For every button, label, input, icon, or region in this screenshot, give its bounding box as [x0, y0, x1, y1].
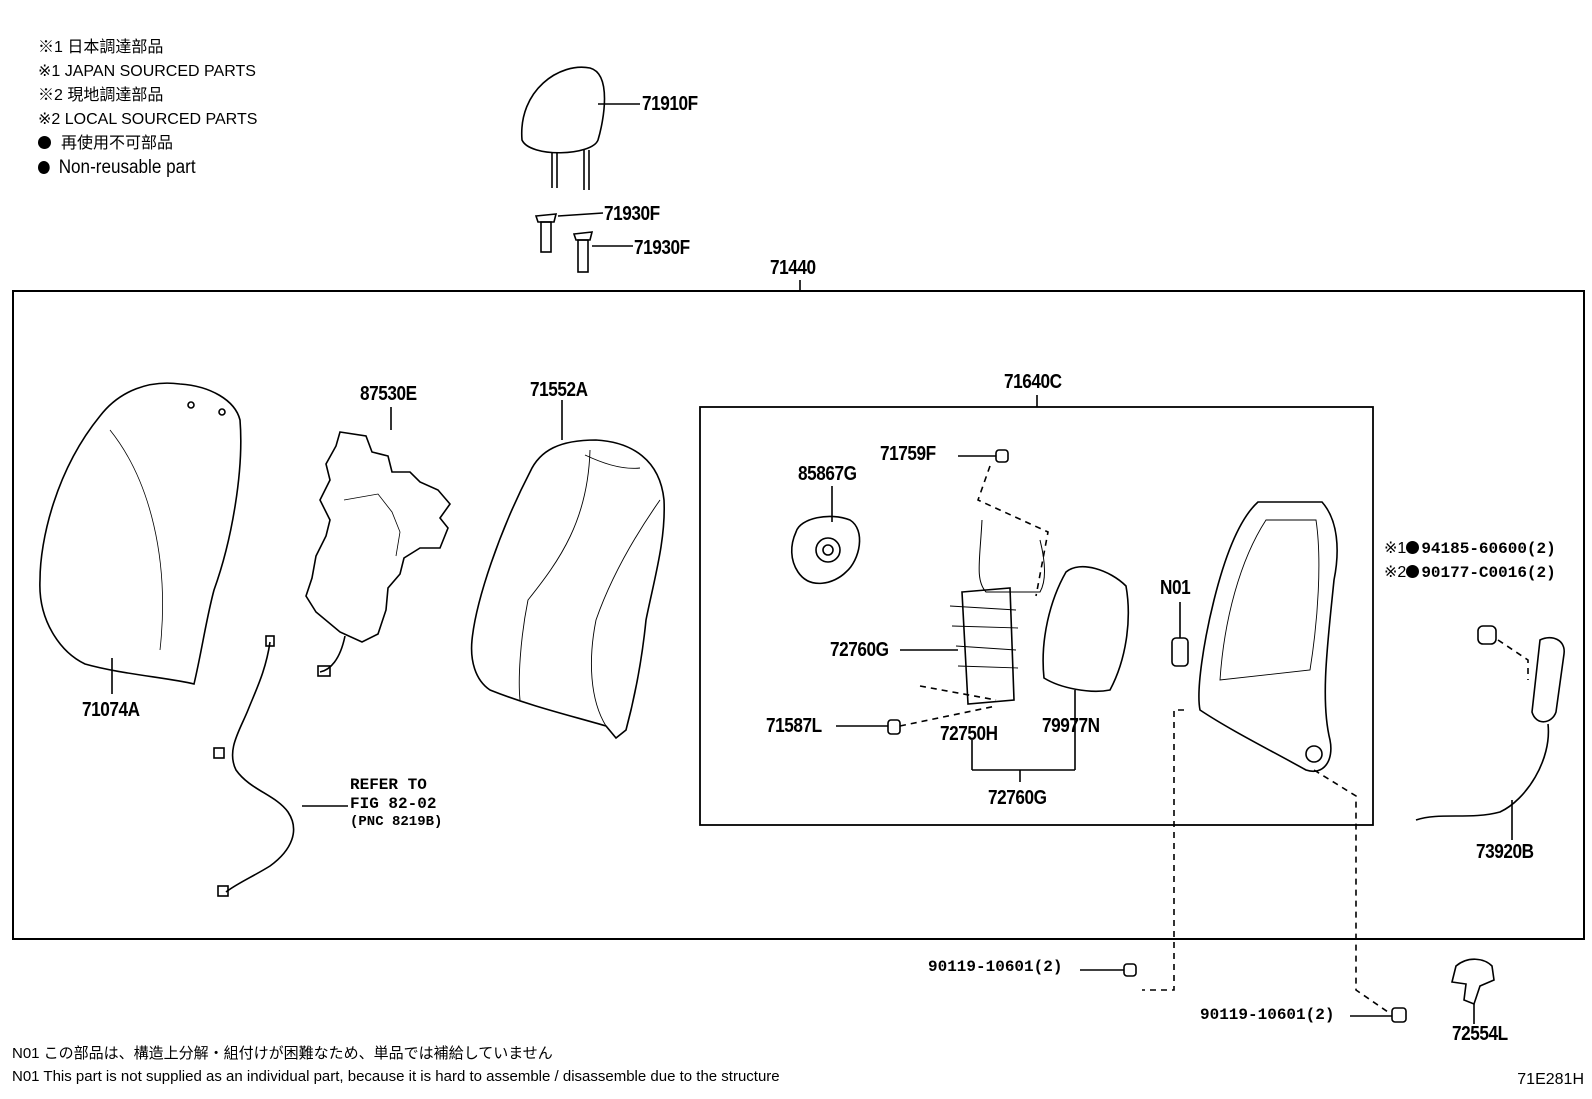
part-label-79977N: 79977N: [1042, 715, 1100, 737]
refer-note: REFER TO FIG 82-02 (PNC 8219B): [350, 776, 443, 831]
bolt-90119-b: [1350, 1007, 1407, 1023]
part-label-73920B: 73920B: [1476, 841, 1534, 863]
part-label-71440: 71440: [770, 257, 816, 279]
part-label-72554L: 72554L: [1452, 1023, 1508, 1045]
bullet-icon: [1406, 541, 1420, 554]
motor-85867G: [790, 486, 861, 585]
legend-local-jp: ※2 現地調達部品: [38, 87, 164, 104]
legend-nonreusable-en: Non-reusable part: [38, 156, 235, 180]
nut-94185: [1477, 625, 1529, 680]
seatback-cover-71074A: [39, 382, 242, 694]
legend-japan-en: ※1 JAPAN SOURCED PARTS: [38, 63, 256, 80]
assembly-frame-71440: [12, 290, 1585, 940]
legend-japan-jp: ※1 日本調達部品: [38, 39, 164, 56]
pad-79977N: [1042, 565, 1130, 770]
part-label-72760G-b: 72760G: [988, 787, 1047, 809]
headrest-support-71930F: [534, 212, 633, 273]
leader-bolt-1: [1142, 709, 1184, 991]
part-label-71640C: 71640C: [1004, 371, 1062, 393]
seatback-frame: [1198, 501, 1338, 773]
bracket-72554L: [1451, 958, 1495, 1024]
clip-71587L: [836, 685, 997, 735]
leader-bolt-2: [1313, 769, 1389, 1013]
part-label-71930F-2: 71930F: [634, 237, 690, 259]
part-label-72760G: 72760G: [830, 639, 889, 661]
sensor-73920B: [1415, 636, 1565, 840]
part-label-N01: N01: [1160, 577, 1191, 599]
wire-harness: [213, 635, 348, 897]
clip-71759F: [958, 449, 1009, 463]
legend-nonreusable-jp: 再使用不可部品: [38, 132, 257, 156]
part-label-71930F: 71930F: [604, 203, 660, 225]
part-label-71587L: 71587L: [766, 715, 822, 737]
part-label-85867G: 85867G: [798, 463, 857, 485]
note-jp: N01 この部品は、構造上分解・組付けが困難なため、単品では補給していません: [12, 1045, 553, 1062]
bullet-icon: [38, 161, 50, 174]
part-label-71910F: 71910F: [642, 93, 698, 115]
part-N01: [1171, 602, 1189, 667]
seatback-pad-71552A: [470, 400, 666, 740]
note-en: N01 This part is not supplied as an indi…: [12, 1068, 780, 1085]
seat-heater-87530E: [305, 407, 452, 677]
headrest-71910F: [521, 66, 640, 190]
part-label-bolt-90119-a: 90119-10601(2): [928, 958, 1063, 976]
legend-local-en: ※2 LOCAL SOURCED PARTS: [38, 111, 258, 128]
bullet-icon: [1406, 565, 1420, 578]
part-label-87530E: 87530E: [360, 383, 417, 405]
part-label-71759F: 71759F: [880, 443, 936, 465]
bullet-icon: [38, 136, 51, 149]
figure-id: 71E281H: [1517, 1071, 1584, 1088]
legend: ※1 日本調達部品 ※1 JAPAN SOURCED PARTS ※2 現地調達…: [38, 36, 257, 180]
lumbar-support-72760G: [900, 465, 1049, 705]
part-label-72750H: 72750H: [940, 723, 998, 745]
bolt-90119-a: [1080, 963, 1137, 977]
part-label-bolt-90119-b: 90119-10601(2): [1200, 1006, 1335, 1024]
part-label-71552A: 71552A: [530, 379, 588, 401]
part-label-71074A: 71074A: [82, 699, 140, 721]
